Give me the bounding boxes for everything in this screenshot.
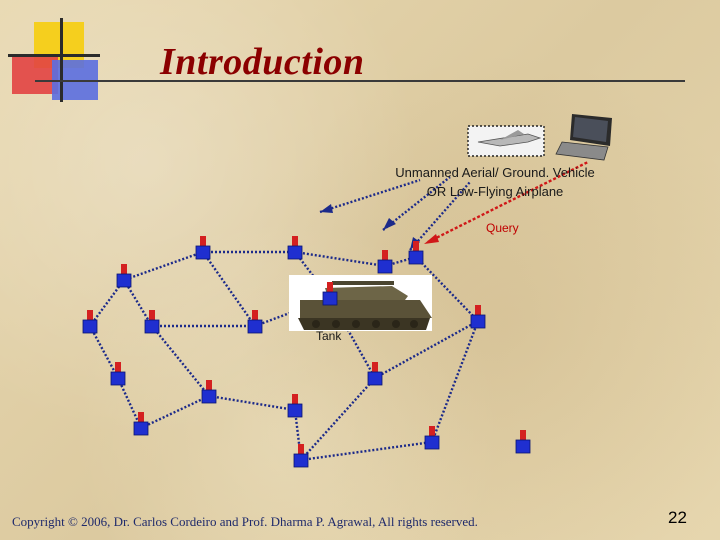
node-antenna (520, 430, 526, 440)
query-arrow (424, 160, 589, 244)
link (122, 279, 154, 327)
node-body (408, 250, 424, 265)
node-antenna (429, 426, 435, 436)
link (430, 320, 480, 443)
sensor-node-icon (133, 412, 149, 436)
sensor-node-icon (110, 362, 126, 386)
link (151, 325, 210, 397)
slide-title: Introduction (160, 41, 365, 83)
uav-icon (467, 125, 545, 157)
sensor-node-icon (515, 430, 531, 454)
node-body (287, 245, 303, 260)
node-antenna (138, 412, 144, 422)
node-antenna (87, 310, 93, 320)
node-antenna (475, 305, 481, 315)
node-body (322, 291, 338, 306)
node-body (424, 435, 440, 450)
node-body (133, 421, 149, 436)
node-antenna (382, 250, 388, 260)
arrowhead (383, 218, 396, 230)
node-body (116, 273, 132, 288)
sensor-node-icon (116, 264, 132, 288)
node-body (287, 403, 303, 418)
link (140, 394, 210, 430)
tank-icon (289, 275, 432, 331)
sensor-node-icon (470, 305, 486, 329)
sensor-node-icon (144, 310, 160, 334)
uav-label-line1: Unmanned Aerial/ Ground. Vehicle (395, 165, 595, 180)
sensor-node-icon (195, 236, 211, 260)
link (202, 251, 256, 327)
sensor-node-icon (293, 444, 309, 468)
link (415, 256, 479, 322)
node-body (144, 319, 160, 334)
sensor-node-icon (247, 310, 263, 334)
node-body (201, 389, 217, 404)
node-antenna (298, 444, 304, 454)
uav-broadcast-link (409, 181, 471, 251)
sensor-node-icon (367, 362, 383, 386)
node-antenna (413, 241, 419, 251)
sensor-node-icon (377, 250, 393, 274)
link (116, 377, 143, 429)
link (89, 279, 125, 327)
uav-label: Unmanned Aerial/ Ground. Vehicle OR Low-… (370, 163, 620, 201)
query-label: Query (486, 221, 519, 235)
node-body (367, 371, 383, 386)
node-body (195, 245, 211, 260)
node-body (293, 453, 309, 468)
sensor-node-icon (424, 426, 440, 450)
page-number: 22 (668, 508, 687, 527)
node-antenna (206, 380, 212, 390)
node-antenna (372, 362, 378, 372)
sensor-node-icon (201, 380, 217, 404)
node-antenna (292, 394, 298, 404)
sensor-node-icon (287, 394, 303, 418)
uav-label-line2: OR Low-Flying Airplane (426, 184, 564, 199)
node-antenna (252, 310, 258, 320)
node-body (82, 319, 98, 334)
link (328, 297, 377, 379)
link (208, 394, 296, 412)
link (300, 440, 433, 462)
copyright-footer: Copyright © 2006, Dr. Carlos Cordeiro an… (12, 514, 478, 529)
uav-broadcast-link (319, 178, 421, 214)
node-body (110, 371, 126, 386)
sensor-node-icon (82, 310, 98, 334)
node-antenna (327, 282, 333, 292)
sensor-nodes (82, 236, 531, 468)
tank-label: Tank (316, 329, 342, 343)
link (123, 250, 204, 282)
laptop-icon (555, 114, 612, 161)
sensor-node-icon (287, 236, 303, 260)
arrowhead (320, 204, 333, 213)
title-underline (35, 80, 685, 82)
node-body (377, 259, 393, 274)
node-antenna (121, 264, 127, 274)
node-antenna (115, 362, 121, 372)
sensor-node-icon (322, 282, 338, 306)
node-antenna (200, 236, 206, 246)
node-body (247, 319, 263, 334)
link (294, 250, 386, 268)
node-antenna (292, 236, 298, 246)
link (300, 377, 376, 461)
node-body (515, 439, 531, 454)
sensor-node-icon (408, 241, 424, 265)
node-antenna (149, 310, 155, 320)
node-body (470, 314, 486, 329)
link (88, 325, 120, 379)
